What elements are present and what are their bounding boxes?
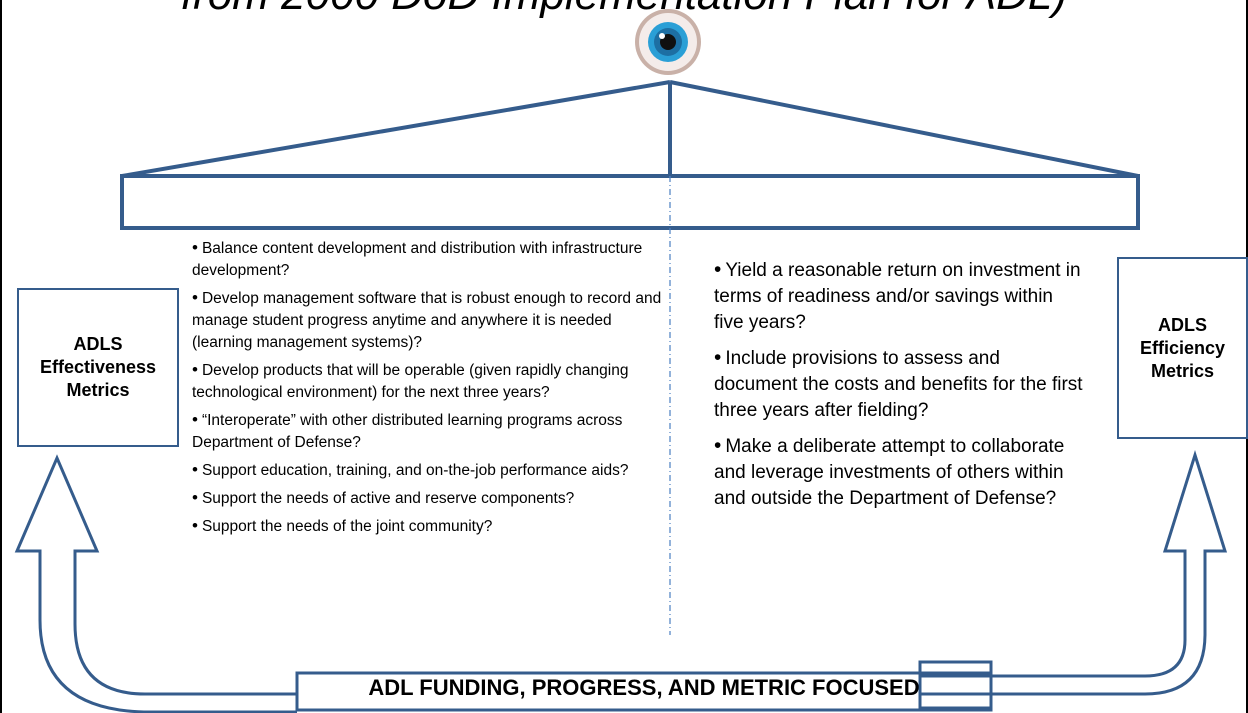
list-item: •Develop products that will be operable … xyxy=(192,360,629,401)
roof-triangle xyxy=(121,80,1139,178)
efficiency-box-line2: Efficiency xyxy=(1139,337,1226,358)
right-up-arrow xyxy=(920,449,1228,696)
efficiency-questions-list: •Yield a reasonable return on investment… xyxy=(714,257,1084,521)
list-item: •Develop management software that is rob… xyxy=(192,288,662,351)
list-item: •“Interoperate” with other distributed l… xyxy=(192,410,623,451)
beam-box xyxy=(120,174,1140,230)
list-item: •Include provisions to assess and docume… xyxy=(714,346,1083,421)
effectiveness-box-line1: ADLS xyxy=(73,334,123,354)
list-item: •Make a deliberate attempt to collaborat… xyxy=(714,434,1065,509)
page-title: from 2000 DoD Implementation Plan for AD… xyxy=(0,0,1248,20)
funding-progress-label: ADL FUNDING, PROGRESS, AND METRIC FOCUSE… xyxy=(368,675,920,700)
list-item: •Support the needs of the joint communit… xyxy=(192,516,493,535)
list-item: •Yield a reasonable return on investment… xyxy=(714,258,1081,333)
efficiency-box-line3: Metrics xyxy=(1150,360,1214,381)
frame-left-border xyxy=(0,0,2,713)
effectiveness-questions-list: •Balance content development and distrib… xyxy=(192,237,662,543)
list-item: •Support the needs of active and reserve… xyxy=(192,488,575,507)
list-item: •Balance content development and distrib… xyxy=(192,238,643,279)
efficiency-box-line1: ADLS xyxy=(1157,314,1207,335)
efficiency-metrics-box: ADLS Efficiency Metrics xyxy=(1117,257,1248,439)
list-item: •Support education, training, and on-the… xyxy=(192,460,629,479)
eye-icon xyxy=(635,9,701,75)
effectiveness-metrics-box: ADLS Effectiveness Metrics xyxy=(17,288,179,447)
effectiveness-box-line2: Effectiveness xyxy=(39,357,157,377)
effectiveness-box-line3: Metrics xyxy=(66,380,130,400)
left-up-arrow xyxy=(14,454,297,713)
bottom-label-box xyxy=(295,671,993,712)
